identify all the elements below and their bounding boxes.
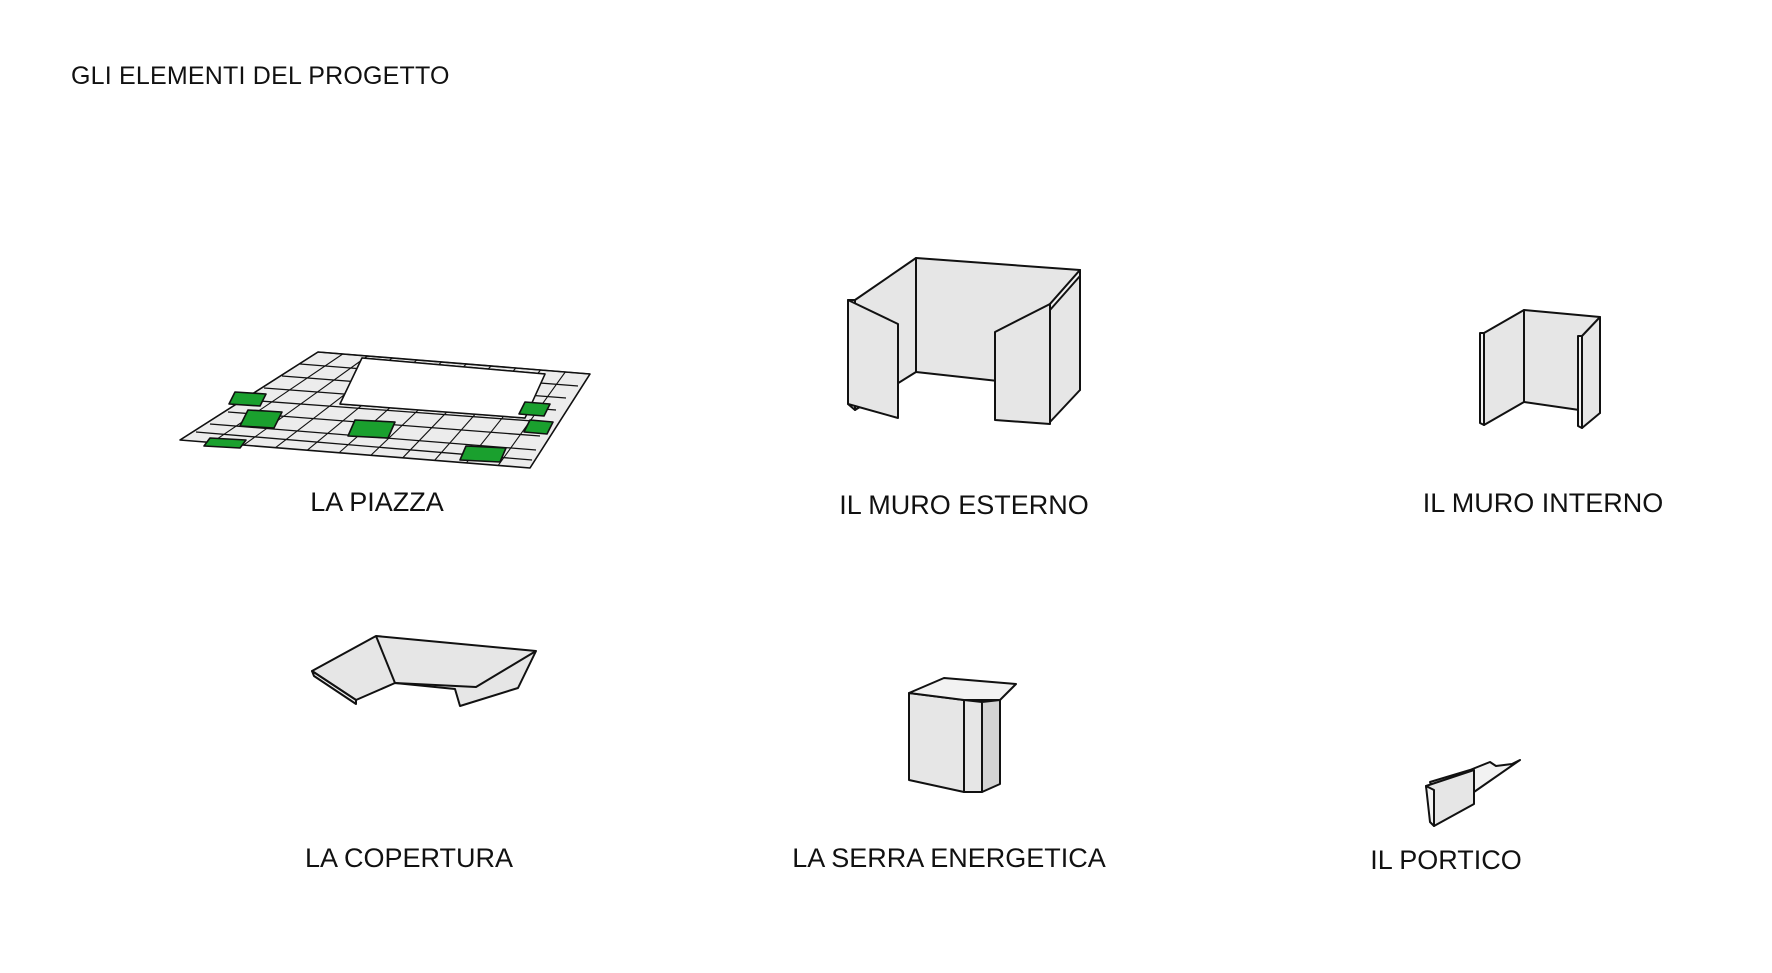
label-la-piazza: LA PIAZZA bbox=[310, 487, 444, 517]
label-il-muro-esterno: IL MURO ESTERNO bbox=[839, 490, 1089, 520]
page-title: GLI ELEMENTI DEL PROGETTO bbox=[71, 62, 450, 90]
label-il-portico: IL PORTICO bbox=[1370, 845, 1522, 875]
label-la-copertura: LA COPERTURA bbox=[304, 843, 514, 873]
label-la-serra-energetica: LA SERRA ENERGETICA bbox=[792, 843, 1106, 873]
label-il-muro-interno: IL MURO INTERNO bbox=[1422, 488, 1664, 518]
